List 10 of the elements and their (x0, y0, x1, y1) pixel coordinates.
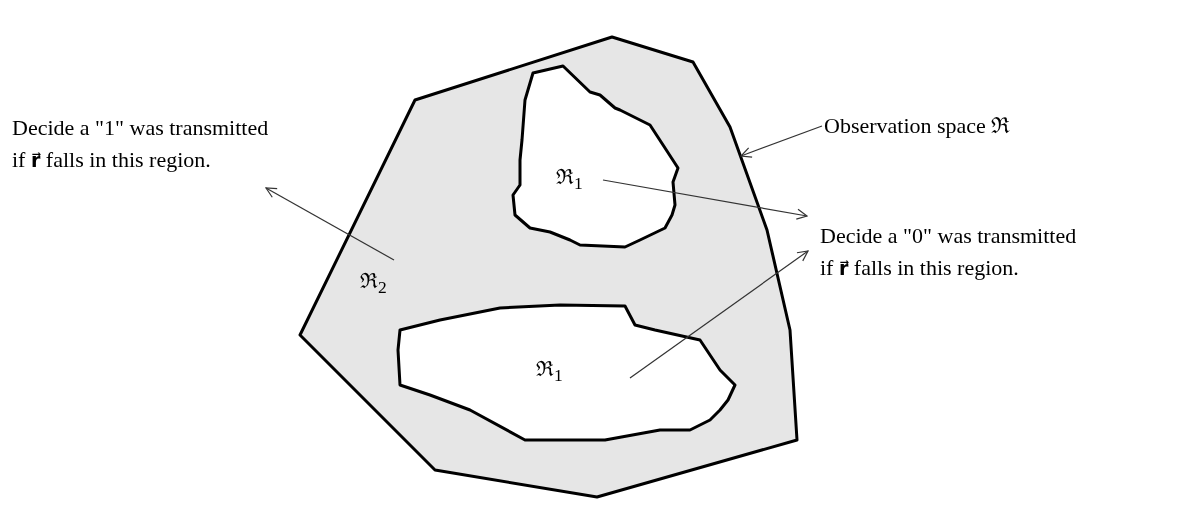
space-label: Observation space ℜ (824, 112, 1012, 140)
region-label: ℜ$_{1}$ (536, 356, 563, 387)
leader-arrow (629, 250, 809, 379)
leader-arrow (265, 187, 395, 261)
leader-arrow (740, 125, 823, 158)
leader-arrow (602, 179, 808, 220)
decision-note: Decide a "0" was transmitted if r⃗ falls in this region. (820, 222, 1078, 282)
region-label: ℜ$_{1}$ (556, 164, 583, 195)
decision-note: Decide a "1" was transmitted if r⃗ falls in this region. (12, 114, 270, 174)
region-label: ℜ$_{2}$ (360, 268, 387, 299)
